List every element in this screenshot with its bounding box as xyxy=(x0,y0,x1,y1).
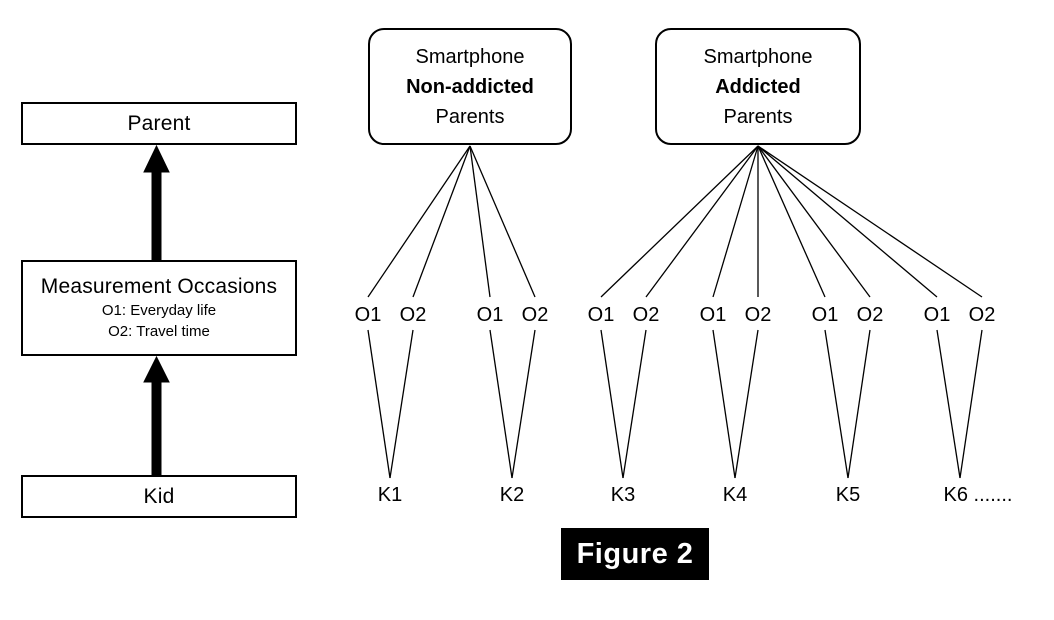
occasion-node-9: O1 xyxy=(811,304,839,326)
level-label-parent: Parent xyxy=(127,111,191,135)
occasion-node-8: O2 xyxy=(744,304,772,326)
occasion-node-11: O1 xyxy=(923,304,951,326)
level-box-measurement-occasions: Measurement Occasions O1: Everyday life … xyxy=(21,260,297,356)
level-box-parent: Parent xyxy=(21,102,297,145)
occasion-node-6: O2 xyxy=(632,304,660,326)
level-label-measurement-occasions: Measurement Occasions xyxy=(40,275,278,298)
level-box-kid: Kid xyxy=(21,475,297,518)
fan-addicted xyxy=(600,145,983,298)
kid-node-k2: K2 xyxy=(499,484,525,506)
left-arrow-kid-to-occasions xyxy=(143,355,170,476)
group-line-parents-addicted: Parents xyxy=(723,105,793,128)
kid-node-k5: K5 xyxy=(835,484,861,506)
occasion-node-10: O2 xyxy=(856,304,884,326)
occasion-node-1: O1 xyxy=(354,304,382,326)
group-line-non-addicted: Non-addicted xyxy=(406,75,534,98)
occasion-node-7: O1 xyxy=(699,304,727,326)
fan-non-addicted xyxy=(367,145,536,298)
kid-node-k6: K6 ....... xyxy=(943,484,1013,506)
group-line-parents-non-addicted: Parents xyxy=(435,105,505,128)
left-arrow-occasions-to-parent xyxy=(143,144,170,262)
level-label-kid: Kid xyxy=(143,484,175,508)
occasion-node-5: O1 xyxy=(587,304,615,326)
group-box-addicted: Smartphone Addicted Parents xyxy=(655,28,861,145)
v-connectors-kids xyxy=(367,329,983,479)
level-sub-o2: O2: Travel time xyxy=(108,323,210,340)
occasion-node-4: O2 xyxy=(521,304,549,326)
group-box-non-addicted: Smartphone Non-addicted Parents xyxy=(368,28,572,145)
kid-node-k1: K1 xyxy=(377,484,403,506)
group-line-smartphone-addicted: Smartphone xyxy=(703,45,813,68)
kid-node-k3: K3 xyxy=(610,484,636,506)
kid-node-k4: K4 xyxy=(722,484,748,506)
figure-caption: Figure 2 xyxy=(561,528,709,580)
level-sub-o1: O1: Everyday life xyxy=(101,302,217,319)
group-line-smartphone-non-addicted: Smartphone xyxy=(415,45,525,68)
occasion-node-12: O2 xyxy=(968,304,996,326)
group-line-addicted: Addicted xyxy=(715,75,801,98)
occasion-node-3: O1 xyxy=(476,304,504,326)
occasion-node-2: O2 xyxy=(399,304,427,326)
